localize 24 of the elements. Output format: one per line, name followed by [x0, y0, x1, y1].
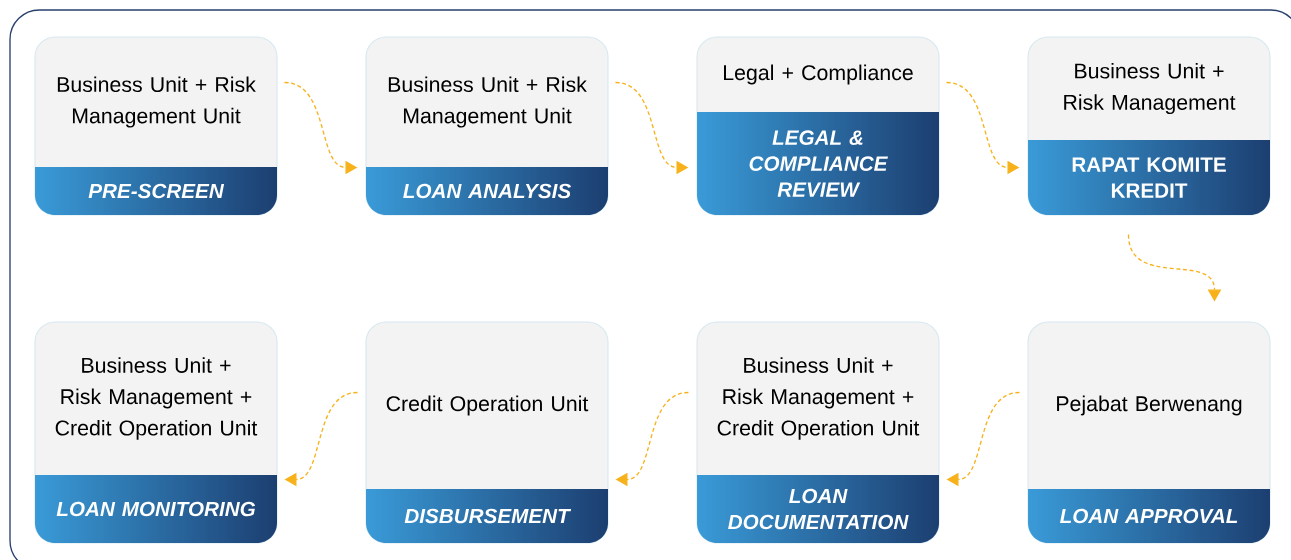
process-card — [365, 36, 609, 216]
card-heading: LOAN ANALYSIS — [403, 183, 571, 199]
card-text: Legal + Compliance — [724, 64, 913, 85]
card-heading: RAPAT KOMITE KREDIT — [1072, 157, 1226, 198]
card-text: Business Unit + Risk Management Unit — [388, 76, 587, 128]
process-card — [1027, 36, 1271, 216]
card-heading: PRE-SCREEN — [88, 183, 225, 199]
card-heading: LOAN DOCUMENTATION — [728, 488, 909, 530]
process-card — [34, 321, 278, 544]
process-card — [696, 36, 940, 216]
card-text: Business Unit + Risk Management Unit — [57, 76, 256, 128]
card-text: Business Unit + Risk Management + Credit Operation Unit — [717, 357, 920, 440]
card-heading: LOAN MONITORING — [56, 501, 256, 517]
card-heading: LOAN APPROVAL — [1060, 508, 1238, 524]
card-heading: DISBURSEMENT — [404, 508, 572, 524]
process-card — [34, 36, 278, 216]
process-card — [365, 321, 609, 544]
card-text: Business Unit + Risk Management + Credit Operation Unit — [55, 357, 258, 440]
process-card — [1027, 321, 1271, 544]
process-card — [696, 321, 940, 544]
card-text: Credit Operation Unit — [386, 395, 589, 416]
card-text: Pejabat Berwenang — [1057, 395, 1242, 416]
card-text: Business Unit + Risk Management — [1064, 62, 1236, 115]
card-heading: LEGAL & COMPLIANCE REVIEW — [749, 130, 888, 197]
